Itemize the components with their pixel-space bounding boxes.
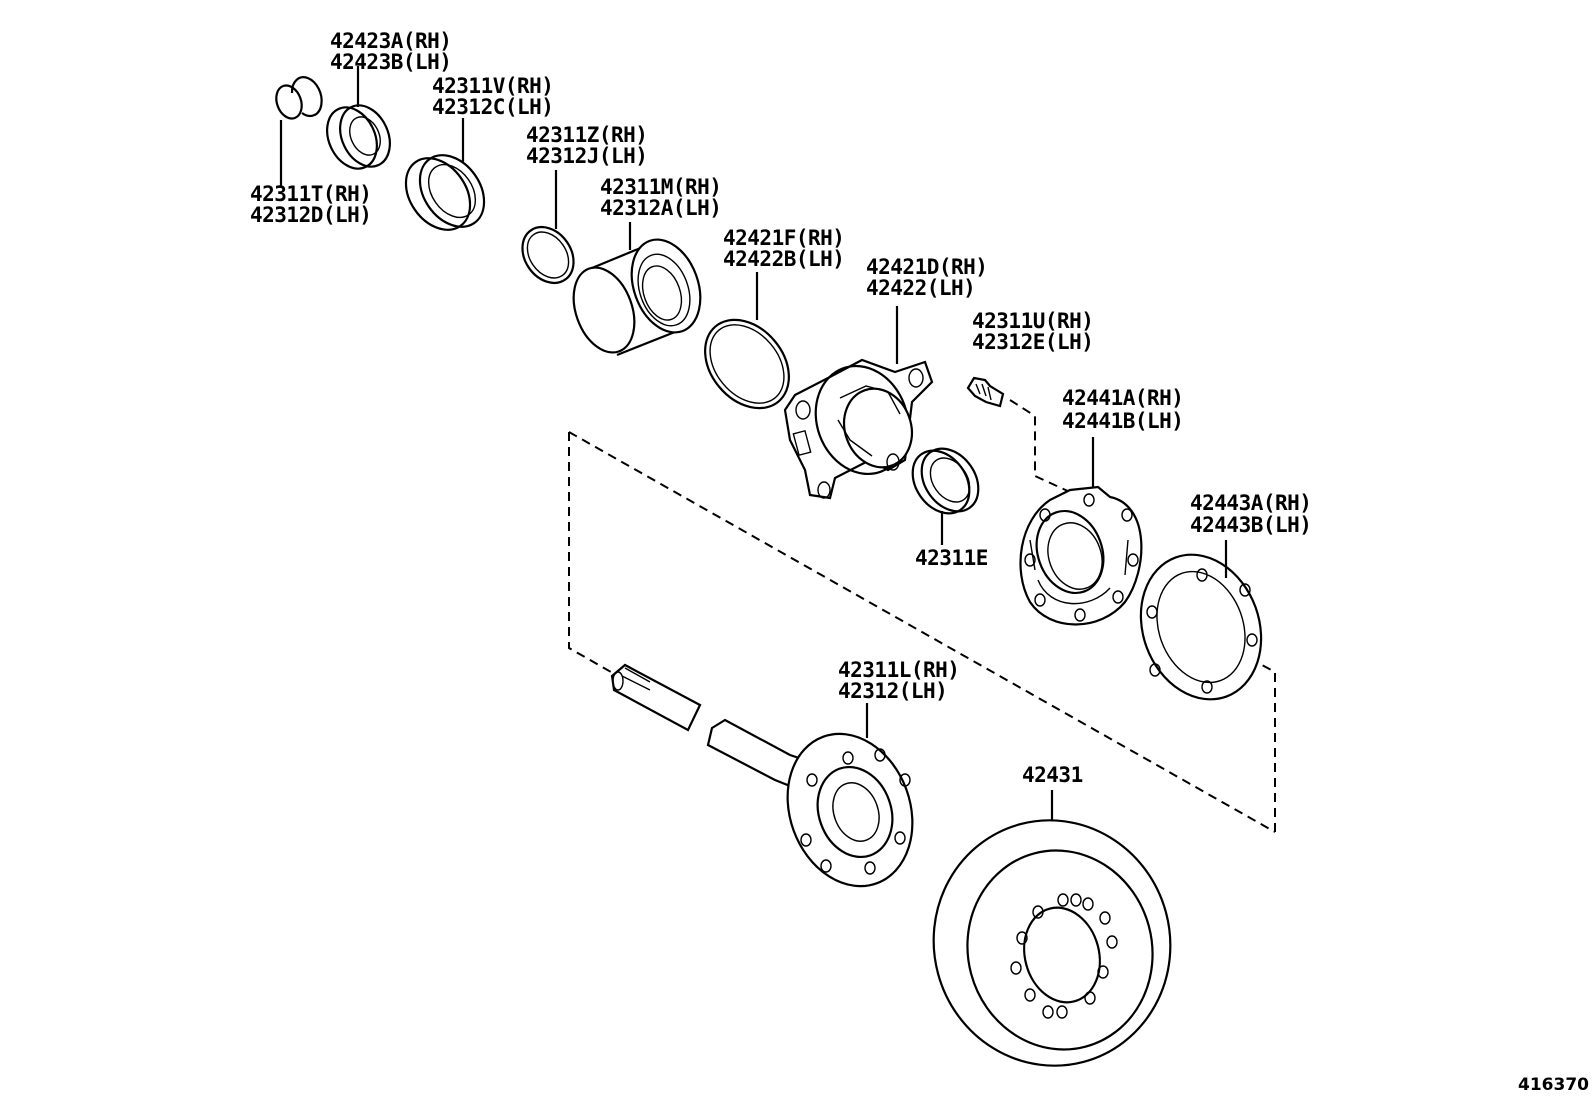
- label-hub-bolt-lh: 42312E(LH): [972, 330, 1093, 354]
- label-bearing-retainer-rh: 42421D(RH): [866, 255, 987, 279]
- label-bearing-cone-lh: 42423B(LH): [330, 50, 451, 74]
- spacer-ring-part[interactable]: [512, 217, 584, 293]
- o-ring-part[interactable]: [688, 303, 806, 424]
- assembly-dashed-outline: [568, 432, 619, 677]
- label-hub-bearing-rh: 42311M(RH): [600, 175, 721, 199]
- label-backing-plate-rh: 42441A(RH): [1062, 386, 1183, 410]
- bolt-dashed-path: [1009, 399, 1071, 493]
- label-hub-bearing-lh: 42312A(LH): [600, 196, 721, 220]
- axle-shaft-part[interactable]: [610, 663, 933, 904]
- oil-seal-outer-part[interactable]: [393, 143, 498, 242]
- label-plate-gasket-rh: 42443A(RH): [1190, 491, 1311, 515]
- snap-ring-part[interactable]: [272, 76, 323, 122]
- assembly-dashed-diagonal: [568, 431, 1276, 833]
- label-spacer-ring-lh: 42312J(LH): [526, 144, 647, 168]
- assembly-dashed-right: [1261, 664, 1276, 832]
- label-bearing-retainer-lh: 42422(LH): [866, 276, 975, 300]
- label-o-ring-rh: 42421F(RH): [723, 226, 844, 250]
- label-snap-ring-rh: 42311T(RH): [250, 182, 371, 206]
- bearing-cone-part[interactable]: [318, 97, 400, 176]
- plate-gasket-part[interactable]: [1121, 538, 1281, 717]
- backing-plate-part[interactable]: [1019, 485, 1143, 626]
- label-plate-gasket-lh: 42443B(LH): [1190, 513, 1311, 537]
- bearing-retainer-part[interactable]: [783, 353, 934, 500]
- disc-rotor-part[interactable]: [906, 794, 1198, 1093]
- label-axle-shaft-lh: 42312(LH): [838, 679, 947, 703]
- label-oil-seal-outer-lh: 42312C(LH): [432, 95, 553, 119]
- hub-bolt-part[interactable]: [966, 376, 1005, 408]
- label-snap-ring-lh: 42312D(LH): [250, 203, 371, 227]
- label-spacer-ring-rh: 42311Z(RH): [526, 123, 647, 147]
- hub-bearing-part[interactable]: [563, 230, 713, 361]
- label-bearing-cone-rh: 42423A(RH): [330, 29, 451, 53]
- label-hub-bolt-rh: 42311U(RH): [972, 309, 1093, 333]
- label-axle-shaft-rh: 42311L(RH): [838, 658, 959, 682]
- label-oil-seal-outer-rh: 42311V(RH): [432, 74, 553, 98]
- label-backing-plate-lh: 42441B(LH): [1062, 409, 1183, 433]
- label-o-ring-lh: 42422B(LH): [723, 247, 844, 271]
- label-disc-rotor: 42431: [1022, 763, 1083, 787]
- diagram-reference-number: 416370: [1518, 1075, 1589, 1095]
- label-inner-seal: 42311E: [915, 546, 988, 570]
- inner-seal-part[interactable]: [901, 438, 990, 524]
